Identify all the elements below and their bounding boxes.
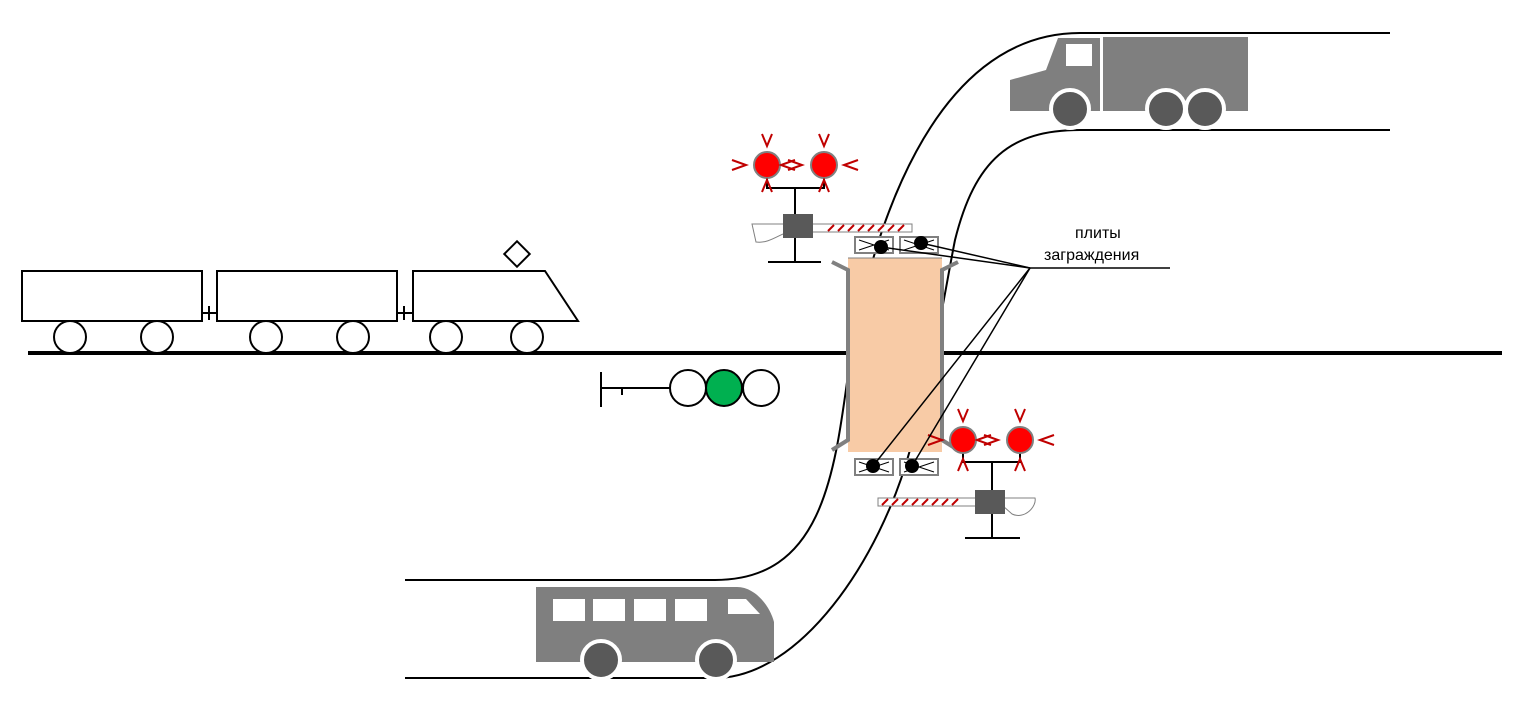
railway-signal-lamp-left bbox=[669, 369, 707, 407]
crossing-signal-icon-upper bbox=[731, 133, 913, 263]
barrier-stripes-upper bbox=[827, 224, 905, 232]
crossing-signal-icon-lower bbox=[877, 408, 1055, 539]
bus-icon bbox=[536, 587, 774, 681]
red-lamp-lower-left bbox=[949, 426, 977, 454]
callout-label-line2: заграждения bbox=[1044, 247, 1140, 264]
railway-signal-icon bbox=[600, 369, 780, 407]
crossing-deck bbox=[830, 257, 960, 452]
train-wheels bbox=[53, 320, 544, 354]
barrier-stripes-lower bbox=[881, 498, 959, 506]
train-car-2 bbox=[216, 270, 398, 322]
train-icon bbox=[21, 239, 580, 354]
truck-icon bbox=[1010, 37, 1248, 130]
train-coupler bbox=[202, 306, 413, 320]
bus-wheels bbox=[580, 639, 737, 681]
red-lamp-upper-right bbox=[810, 151, 838, 179]
bus-body bbox=[536, 587, 774, 662]
truck-window bbox=[1066, 44, 1092, 66]
barrier-mechanism-lower bbox=[975, 490, 1005, 514]
train-car-1 bbox=[21, 270, 203, 322]
red-lamp-lower-right bbox=[1006, 426, 1034, 454]
red-lamp-upper-left bbox=[753, 151, 781, 179]
truck-wheels bbox=[1049, 88, 1226, 130]
callout-leaders bbox=[872, 242, 1170, 467]
flash-arrows-lower bbox=[927, 408, 1055, 472]
railway-signal-lamp-right bbox=[742, 369, 780, 407]
bus-windows bbox=[553, 599, 760, 621]
train-locomotive bbox=[412, 270, 580, 322]
flash-arrows-upper bbox=[731, 133, 859, 193]
pantograph-icon bbox=[502, 239, 532, 269]
plate-markers bbox=[866, 236, 928, 473]
railway-signal-lamp-middle bbox=[705, 369, 743, 407]
callout-label-line1: плиты bbox=[1075, 225, 1121, 242]
barrier-mechanism-upper bbox=[783, 214, 813, 238]
